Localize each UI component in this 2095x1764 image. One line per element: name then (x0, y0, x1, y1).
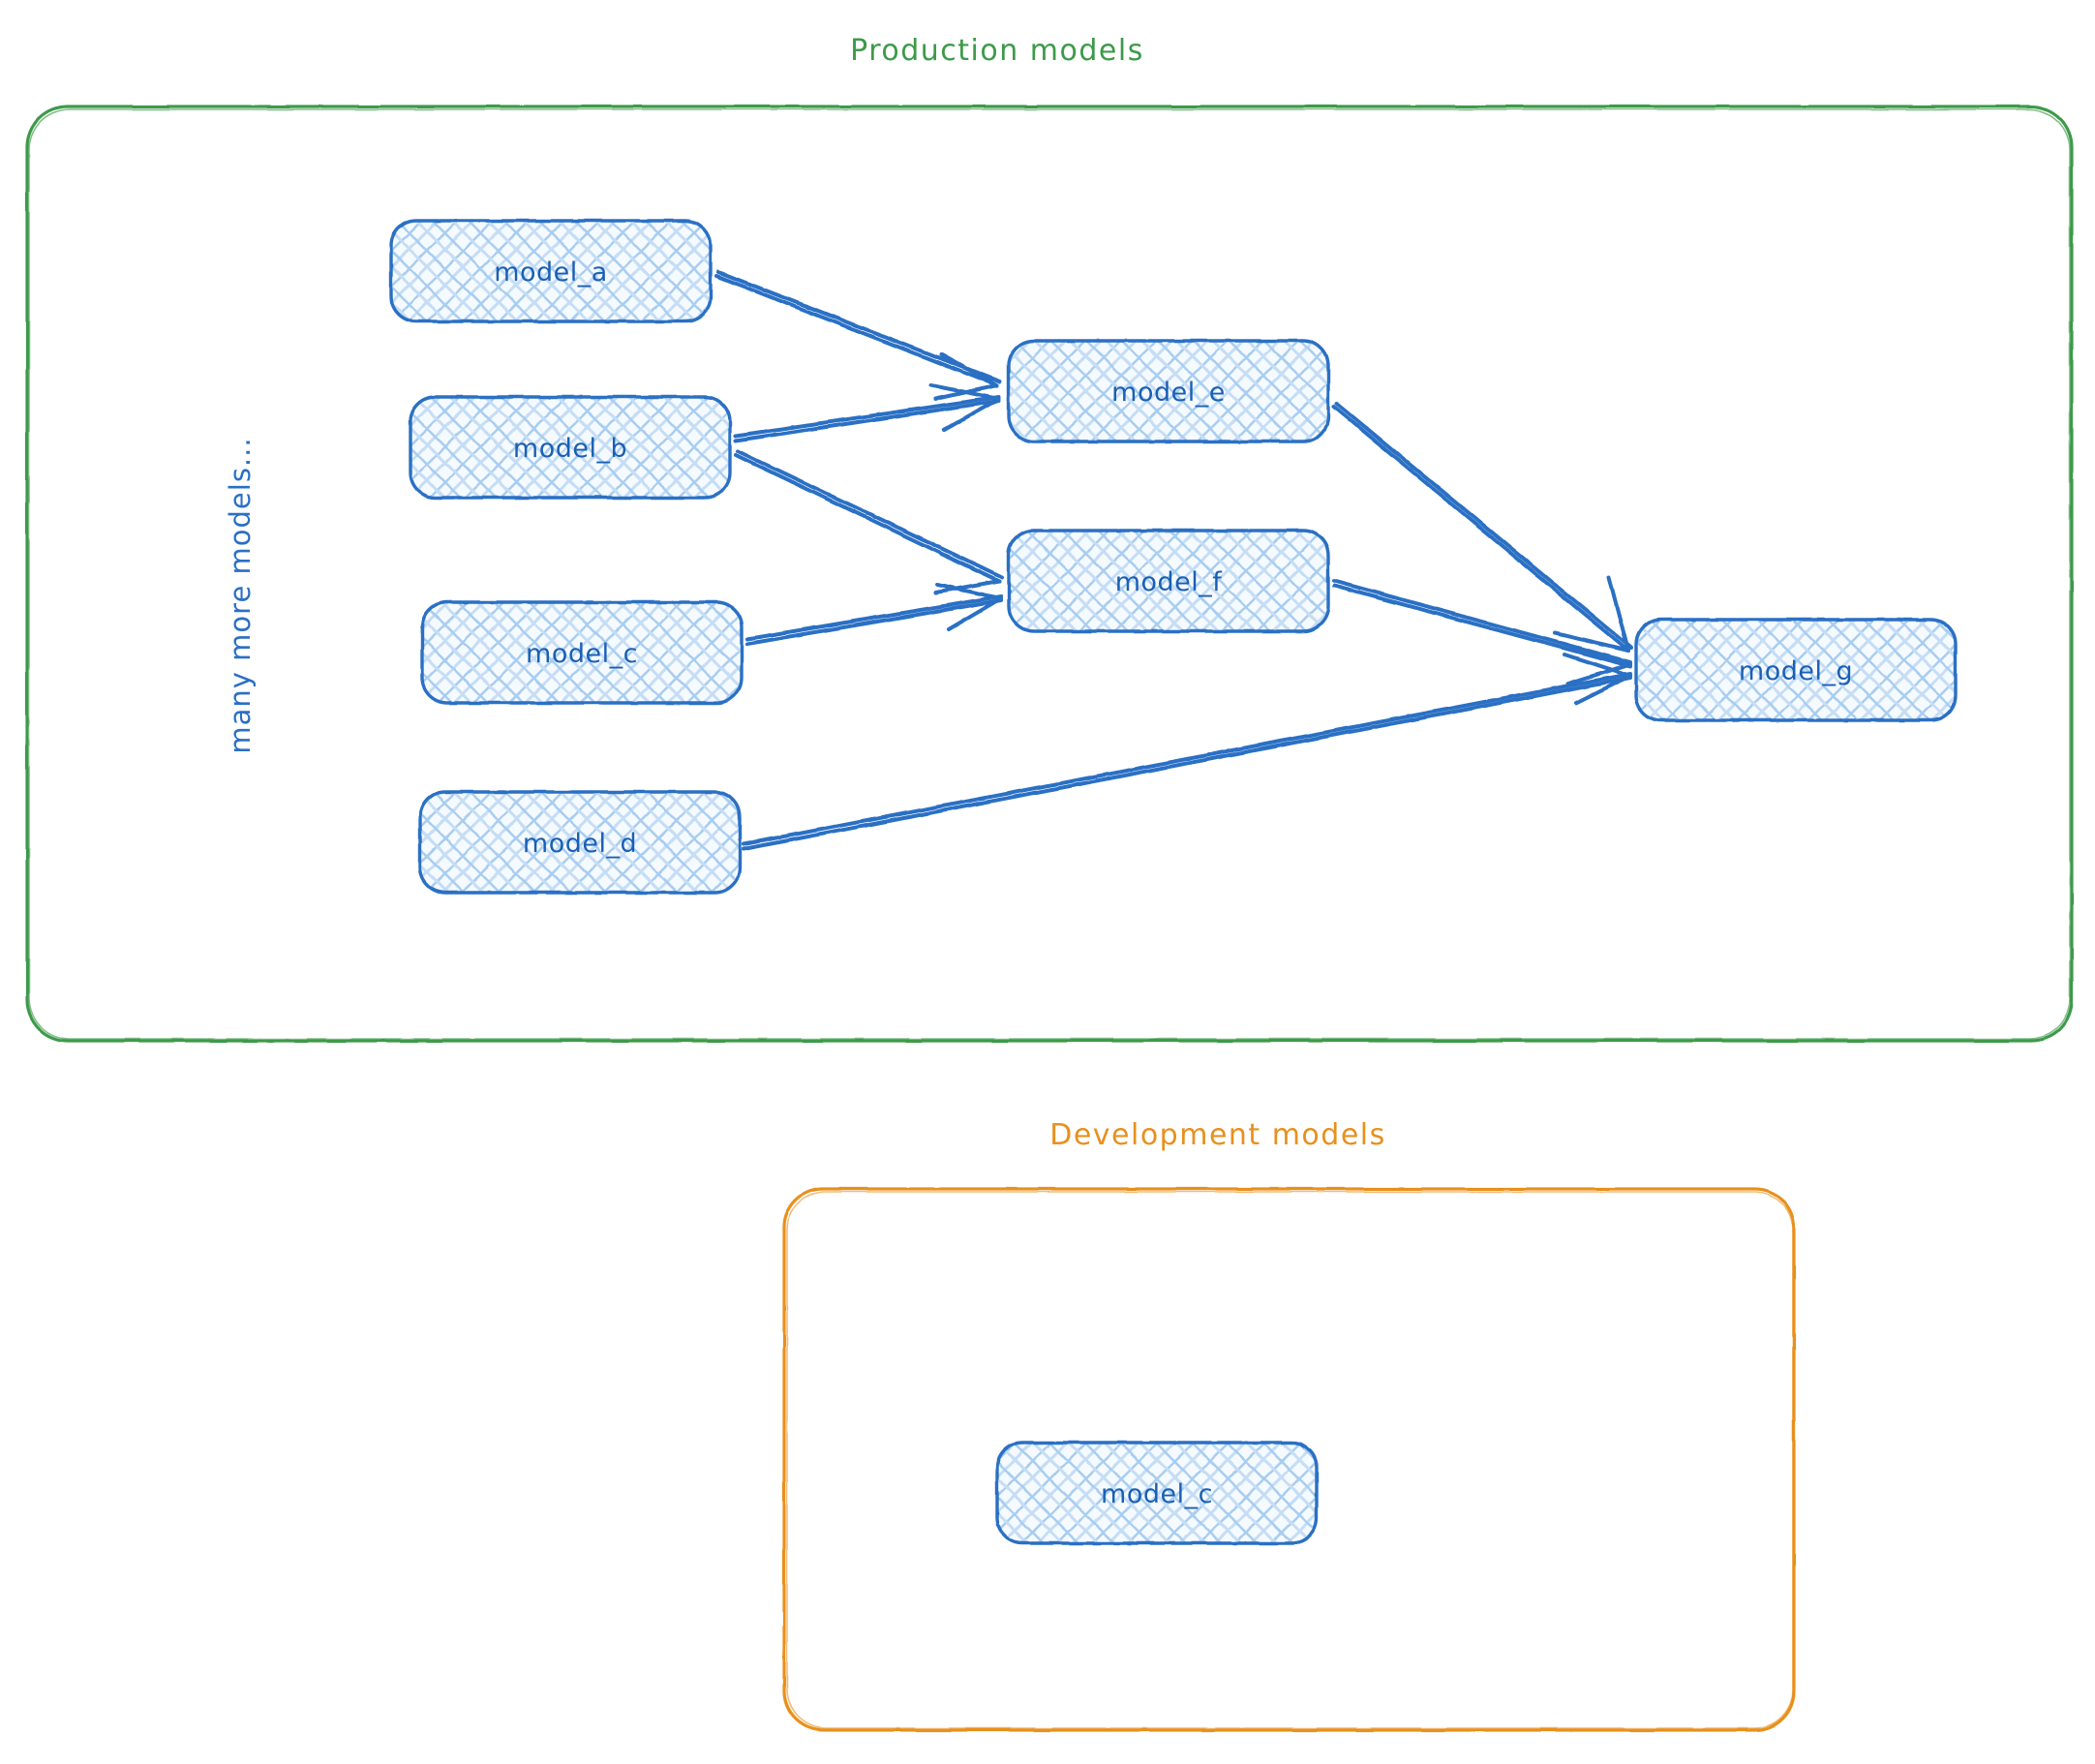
node-label-model_e: model_e (1111, 378, 1226, 408)
node-label-model_f: model_f (1115, 567, 1224, 597)
group-container-production (25, 105, 2074, 1043)
edge-model_b-to-model_f (734, 449, 1004, 594)
node-label-model_a: model_a (494, 258, 608, 288)
edge-layer (714, 270, 1633, 851)
edge-model_e-to-model_g (1332, 402, 1633, 653)
node-model_c-dev[interactable]: model_c (995, 1441, 1319, 1545)
side-annotation-many-more-models: many more models... (224, 437, 257, 753)
node-label-model_g: model_g (1739, 656, 1853, 686)
node-label-model_d: model_d (523, 829, 637, 859)
node-model_g[interactable]: model_g (1634, 618, 1958, 722)
node-model_b[interactable]: model_b (409, 395, 732, 500)
edge-model_f-to-model_g (1332, 579, 1632, 685)
edge-model_d-to-model_g (742, 653, 1632, 851)
edge-model_a-to-model_e (714, 270, 1002, 401)
node-label-model_b: model_b (513, 434, 627, 464)
node-model_c[interactable]: model_c (420, 600, 744, 705)
node-model_d[interactable]: model_d (418, 790, 742, 895)
node-label-model_c: model_c (526, 639, 638, 669)
edge-model_c-to-model_f (745, 583, 1003, 646)
group-label-development: Development models (1049, 1118, 1386, 1152)
node-model_f[interactable]: model_f (1007, 529, 1330, 633)
group-label-production: Production models (850, 34, 1144, 68)
node-model_e[interactable]: model_e (1007, 339, 1330, 443)
node-label-model_c-dev: model_c (1101, 1479, 1213, 1509)
edge-model_b-to-model_e (734, 383, 1001, 442)
node-model_a[interactable]: model_a (389, 219, 713, 323)
group-container-development (782, 1187, 1796, 1732)
